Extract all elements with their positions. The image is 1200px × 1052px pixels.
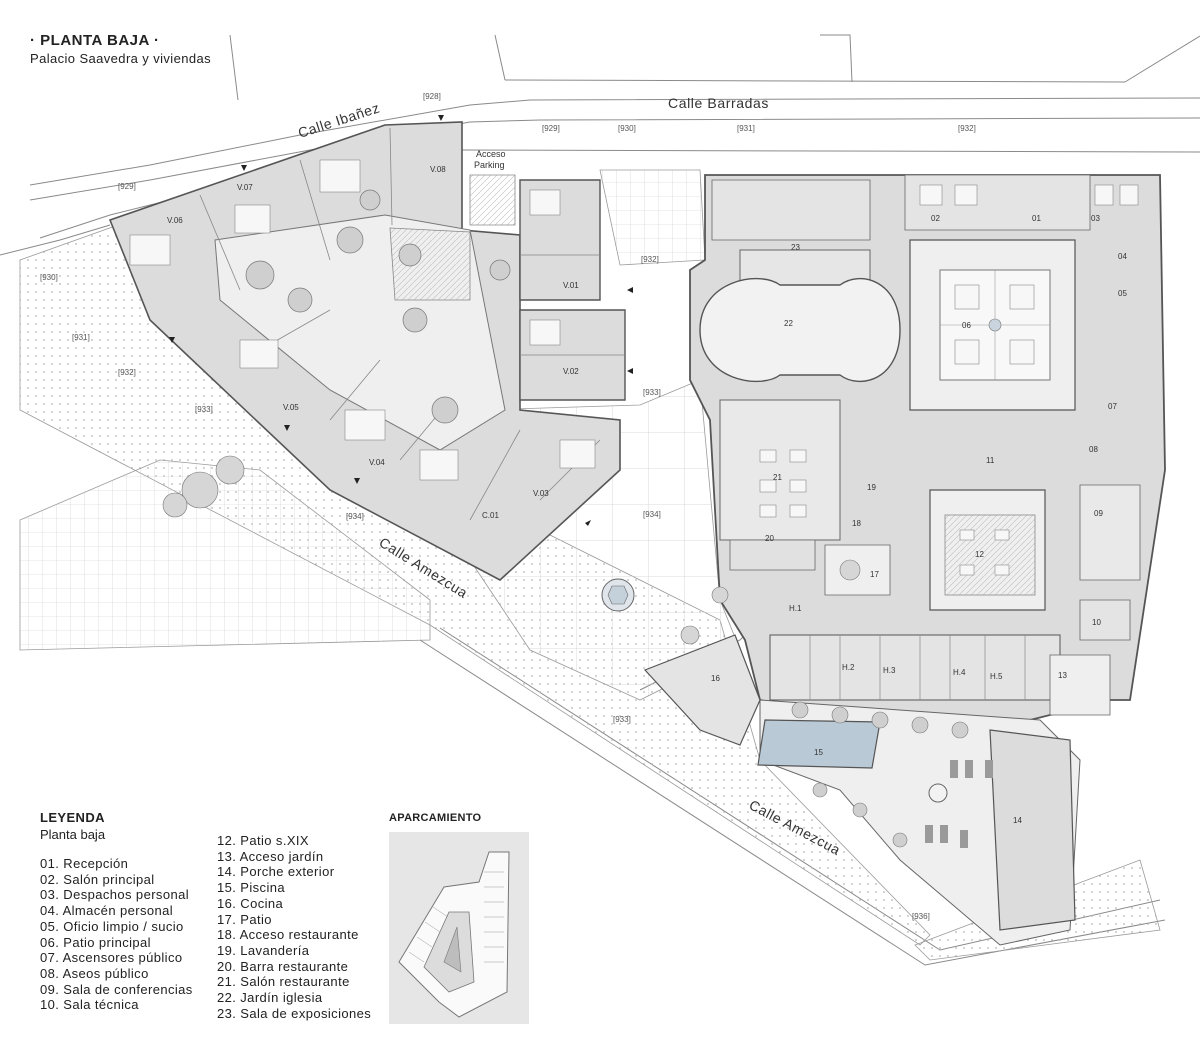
legend-item: 12. Patio s.XIX [217, 833, 309, 848]
room-16: 16 [711, 674, 720, 683]
ref-933-a: [933] [195, 405, 213, 414]
ref-930-b: [930] [618, 124, 636, 133]
room-23: 23 [791, 243, 800, 252]
legend-item: 15. Piscina [217, 880, 285, 896]
room-18: 18 [852, 519, 861, 528]
parking-title: APARCAMIENTO [389, 812, 482, 824]
legend-item: 21. Salón restaurante [217, 974, 350, 990]
legend-item: 17. Patio [217, 911, 272, 927]
legend-item: 16. Cocina [217, 895, 284, 911]
legend-item: 05. Oficio limpio / sucio [40, 918, 184, 934]
ref-932-c: [932] [641, 255, 659, 264]
fountain [601, 578, 635, 612]
trees [162, 455, 861, 645]
legend-item: 03. Despachos personal [40, 887, 190, 903]
room-14: 14 [1013, 816, 1022, 825]
room-04: 04 [1118, 252, 1127, 261]
ref-932-a: [932] [118, 368, 136, 377]
legend-list-1: 01. Recepción 02. Salón principal 03. De… [40, 856, 193, 1013]
legend-item: 08. Aseos público [40, 965, 149, 981]
room-20: 20 [765, 534, 774, 543]
ref-928: [928] [423, 92, 441, 101]
parking-plan [389, 832, 529, 1024]
ref-929-b: [929] [542, 124, 560, 133]
legend-heading: LEYENDA [40, 810, 105, 825]
legend-item: 13. Acceso jardín [217, 848, 324, 864]
unit-v05: V.05 [283, 403, 299, 412]
legend-item: 18. Acceso restaurante [217, 927, 359, 943]
housing-block [108, 121, 626, 581]
room-22: 22 [784, 319, 793, 328]
legend-list-2: 12. Patio s.XIX 13. Acceso jardín 14. Po… [217, 833, 371, 1021]
garden-area [643, 634, 1081, 946]
legend-item: 07. Ascensores público [40, 950, 183, 966]
room-05: 05 [1118, 289, 1127, 298]
legend-item: 14. Porche exterior [217, 864, 335, 880]
room-17: 17 [870, 570, 879, 579]
legend-item: 09. Sala de conferencias [40, 981, 193, 997]
room-15: 15 [814, 748, 823, 757]
ref-933-b: [933] [643, 388, 661, 397]
legend-item: 23. Sala de exposiciones [217, 1005, 372, 1021]
unit-c01: C.01 [482, 511, 499, 520]
ref-932-b: [932] [958, 124, 976, 133]
title-block: · PLANTA BAJA · Palacio Saavedra y vivie… [30, 32, 211, 66]
legend-item: 01. Recepción [40, 856, 129, 871]
ref-936: [936] [912, 912, 930, 921]
room-09: 09 [1094, 509, 1103, 518]
room-19: 19 [867, 483, 876, 492]
unit-v08: V.08 [430, 165, 446, 174]
room-06: 06 [962, 321, 971, 330]
ref-929-a: [929] [118, 182, 136, 191]
plan-subtitle: Palacio Saavedra y viviendas [30, 51, 212, 66]
room-02: 02 [931, 214, 940, 223]
unit-v03: V.03 [533, 489, 549, 498]
unit-h3: H.3 [883, 666, 896, 675]
ref-931-a: [931] [72, 333, 90, 342]
legend-item: 02. Salón principal [40, 871, 155, 887]
room-10: 10 [1092, 618, 1101, 627]
parking-access-label-2: Parking [474, 160, 505, 170]
legend-item: 04. Almacén personal [40, 903, 174, 919]
room-11: 11 [986, 456, 995, 465]
room-12: 12 [975, 550, 984, 559]
ref-931-b: [931] [737, 124, 755, 133]
unit-v01: V.01 [563, 281, 579, 290]
legend-item: 06. Patio principal [40, 934, 151, 950]
legend-column-2: 12. Patio s.XIX 13. Acceso jardín 14. Po… [217, 833, 371, 1021]
ref-930-a: [930] [40, 273, 58, 282]
unit-h5: H.5 [990, 672, 1003, 681]
room-01: 01 [1032, 214, 1041, 223]
plan-title: · PLANTA BAJA · [30, 32, 160, 49]
room-03: 03 [1091, 214, 1100, 223]
access-arrows [169, 115, 633, 526]
legend-item: 19. Lavandería [217, 942, 310, 958]
unit-h4: H.4 [953, 668, 966, 677]
room-13: 13 [1058, 671, 1067, 680]
parking-access-label-1: Acceso [476, 149, 506, 159]
unit-v02: V.02 [563, 367, 579, 376]
room-08: 08 [1089, 445, 1098, 454]
unit-h1: H.1 [789, 604, 802, 613]
parking-inset: APARCAMIENTO [389, 812, 529, 1024]
legend: LEYENDA Planta baja 01. Recepción 02. Sa… [40, 810, 193, 1013]
unit-h2: H.2 [842, 663, 855, 672]
unit-v06: V.06 [167, 216, 183, 225]
room-21: 21 [773, 473, 782, 482]
unit-v04: V.04 [369, 458, 385, 467]
ref-933-c: [933] [613, 715, 631, 724]
legend-item: 22. Jardín iglesia [217, 990, 323, 1006]
pool-shape [757, 719, 881, 769]
legend-item: 20. Barra restaurante [217, 958, 349, 974]
parking-drawing [398, 851, 510, 1018]
palace-building [689, 174, 1166, 721]
ref-934-b: [934] [643, 510, 661, 519]
ref-934-a: [934] [346, 512, 364, 521]
legend-item: 10. Sala técnica [40, 997, 139, 1013]
room-07: 07 [1108, 402, 1117, 411]
unit-v07: V.07 [237, 183, 253, 192]
legend-subheading: Planta baja [40, 827, 106, 842]
street-barradas: Calle Barradas [668, 95, 769, 111]
